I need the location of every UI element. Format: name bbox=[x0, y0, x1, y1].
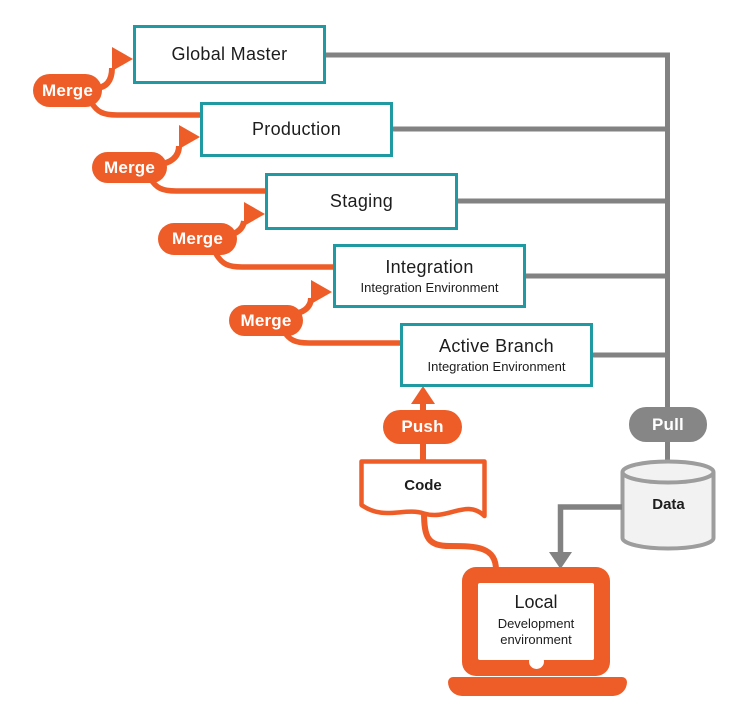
merge-arrowhead-icon bbox=[179, 125, 200, 149]
pull-arrowhead-icon bbox=[549, 552, 572, 569]
box-title: Active Branch bbox=[439, 335, 554, 356]
laptop-base bbox=[448, 677, 627, 696]
push-pill: Push bbox=[383, 410, 462, 444]
push-arrowhead-icon bbox=[411, 386, 435, 404]
laptop-icon: Local Development environment bbox=[462, 567, 610, 676]
merge-arrowhead-icon bbox=[244, 202, 265, 226]
box-active-branch: Active Branch Integration Environment bbox=[400, 323, 593, 387]
branch-lines bbox=[320, 52, 670, 466]
box-subtitle: Integration Environment bbox=[427, 359, 566, 375]
box-staging: Staging bbox=[265, 173, 458, 230]
merge-arrowhead-icon bbox=[311, 280, 332, 304]
box-title: Staging bbox=[329, 191, 394, 212]
box-integration: Integration Integration Environment bbox=[333, 244, 526, 308]
merge-pill-global-master: Merge bbox=[33, 74, 102, 107]
local-title: Local bbox=[514, 592, 558, 612]
merge-pill-integration: Merge bbox=[229, 305, 303, 336]
laptop-camera-icon bbox=[528, 654, 544, 669]
merge-pill-production: Merge bbox=[92, 152, 167, 183]
data-to-local-arrow bbox=[549, 504, 622, 569]
box-global-master: Global Master bbox=[133, 25, 326, 84]
data-cylinder-shape bbox=[620, 459, 716, 551]
box-title: Production bbox=[251, 119, 342, 140]
box-subtitle: Integration Environment bbox=[360, 280, 499, 296]
local-subtitle: Development environment bbox=[497, 616, 575, 648]
pull-pill: Pull bbox=[629, 407, 707, 442]
merge-pill-staging: Merge bbox=[158, 223, 237, 255]
box-title: Global Master bbox=[171, 44, 288, 65]
box-title: Integration bbox=[385, 256, 474, 277]
code-to-local-pipe bbox=[421, 511, 499, 580]
code-document-label: Code bbox=[404, 476, 442, 494]
laptop-screen: Local Development environment bbox=[478, 583, 594, 660]
box-production: Production bbox=[200, 102, 393, 157]
merge-arrowhead-icon bbox=[112, 47, 133, 71]
data-cylinder-label: Data bbox=[652, 495, 685, 513]
